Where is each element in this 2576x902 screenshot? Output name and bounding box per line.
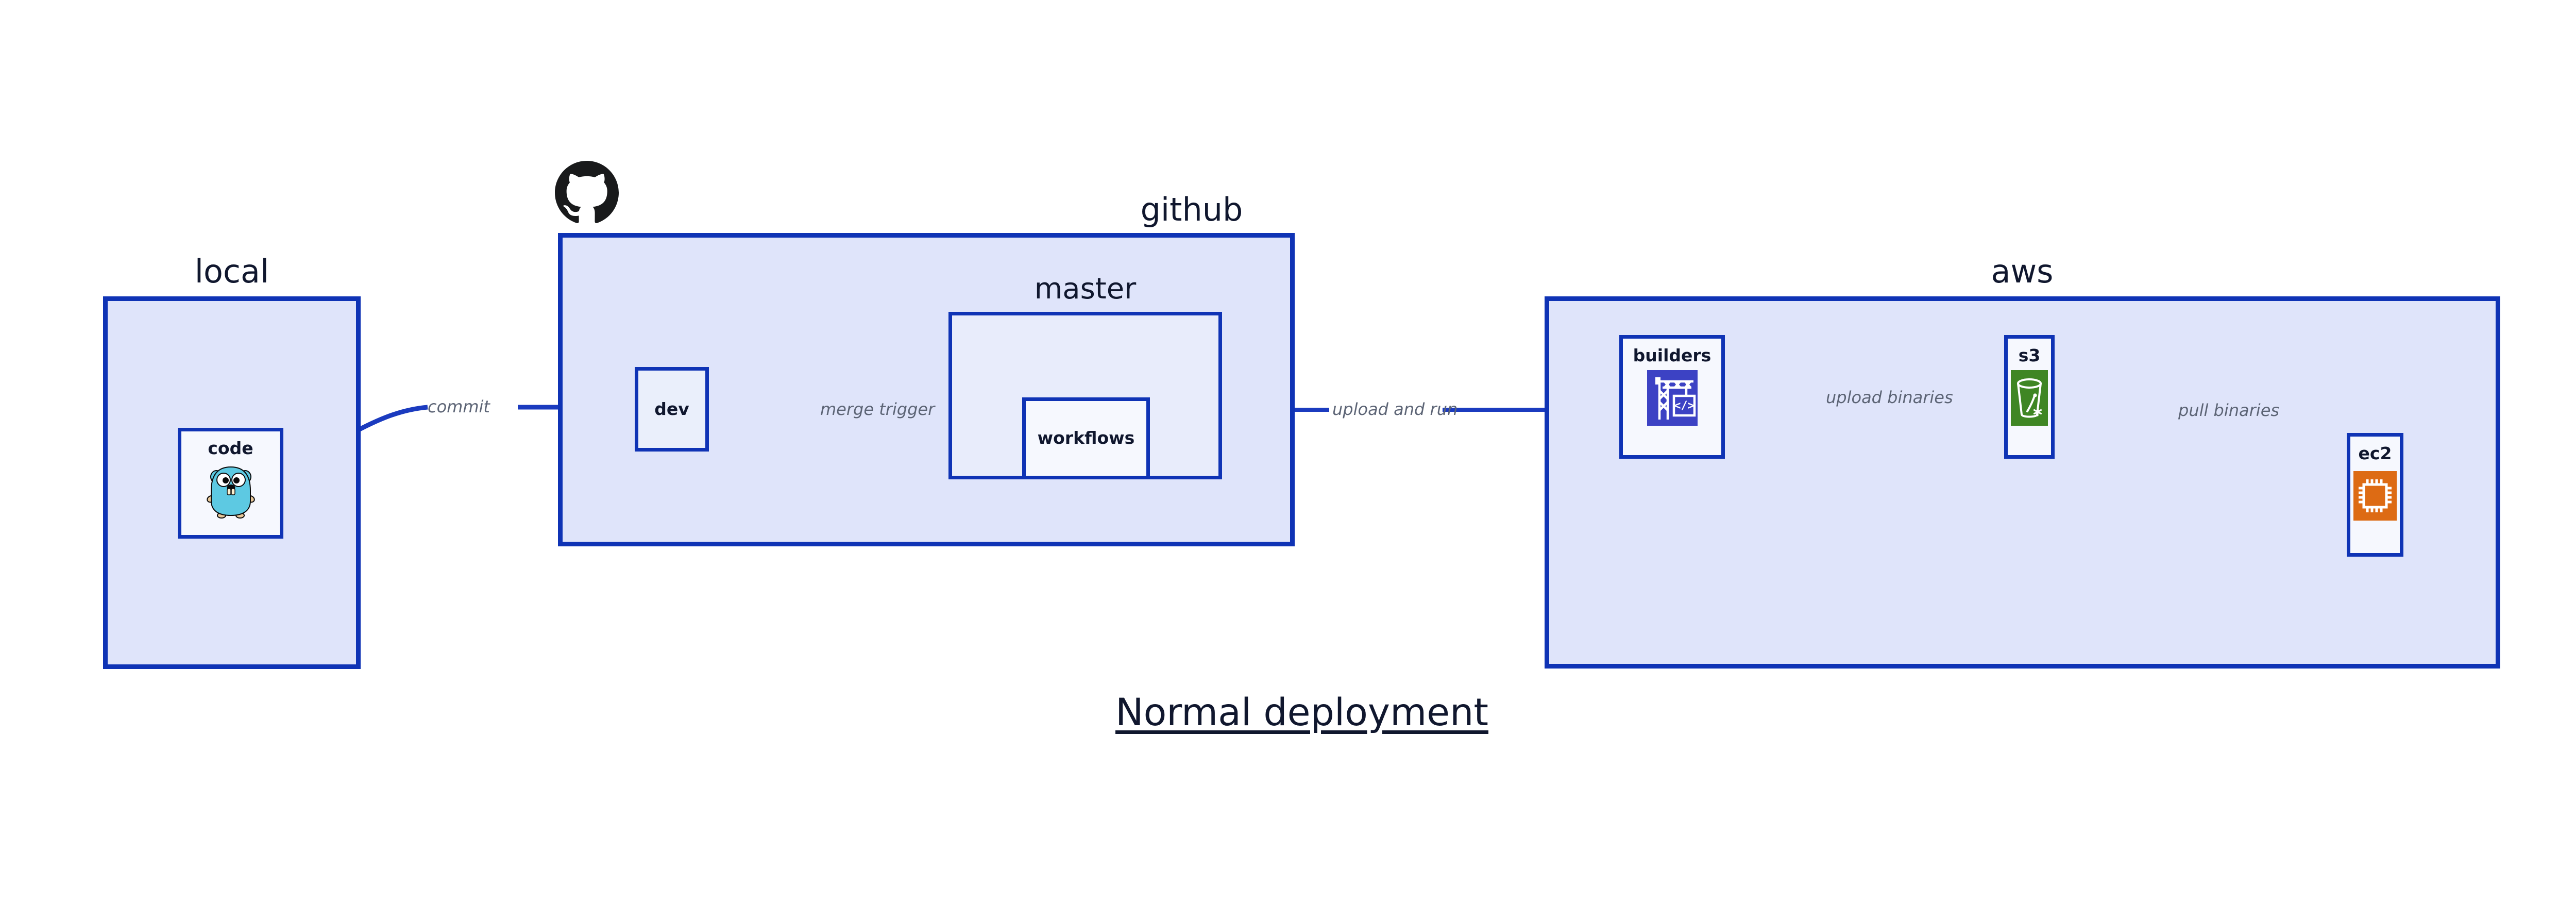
svg-text:</>: </>: [1674, 399, 1694, 412]
group-label-github: github: [1140, 191, 1243, 228]
aws-s3-icon: [2011, 370, 2048, 428]
edge-label-upload-binaries: upload binaries: [1826, 388, 1953, 407]
go-gopher-icon: [206, 463, 256, 521]
node-ec2[interactable]: ec2: [2347, 433, 2403, 557]
page-title: Normal deployment: [1115, 691, 1488, 734]
node-workflows[interactable]: workflows: [1022, 397, 1150, 479]
node-label-dev: dev: [654, 398, 689, 419]
node-label-s3: s3: [2018, 345, 2041, 365]
node-builders[interactable]: builders: [1619, 335, 1725, 459]
group-label-local: local: [194, 253, 269, 290]
node-label-builders: builders: [1633, 345, 1711, 365]
aws-codebuild-icon: </>: [1647, 370, 1698, 428]
github-octocat-logo: [555, 161, 619, 227]
subgroup-label-master: master: [1034, 272, 1137, 306]
node-dev[interactable]: dev: [635, 367, 709, 452]
edge-label-merge-trigger: merge trigger: [820, 399, 935, 419]
edge-label-upload-and-run: upload and run: [1332, 399, 1458, 419]
aws-ec2-icon: [2352, 468, 2398, 526]
group-label-aws: aws: [1991, 253, 2054, 290]
node-s3[interactable]: s3: [2004, 335, 2055, 459]
node-code[interactable]: code: [178, 428, 283, 539]
node-label-code: code: [208, 438, 253, 458]
node-label-ec2: ec2: [2358, 443, 2392, 463]
node-label-workflows: workflows: [1037, 428, 1135, 448]
edge-label-commit: commit: [428, 397, 490, 416]
edge-label-pull-binaries: pull binaries: [2178, 400, 2280, 420]
